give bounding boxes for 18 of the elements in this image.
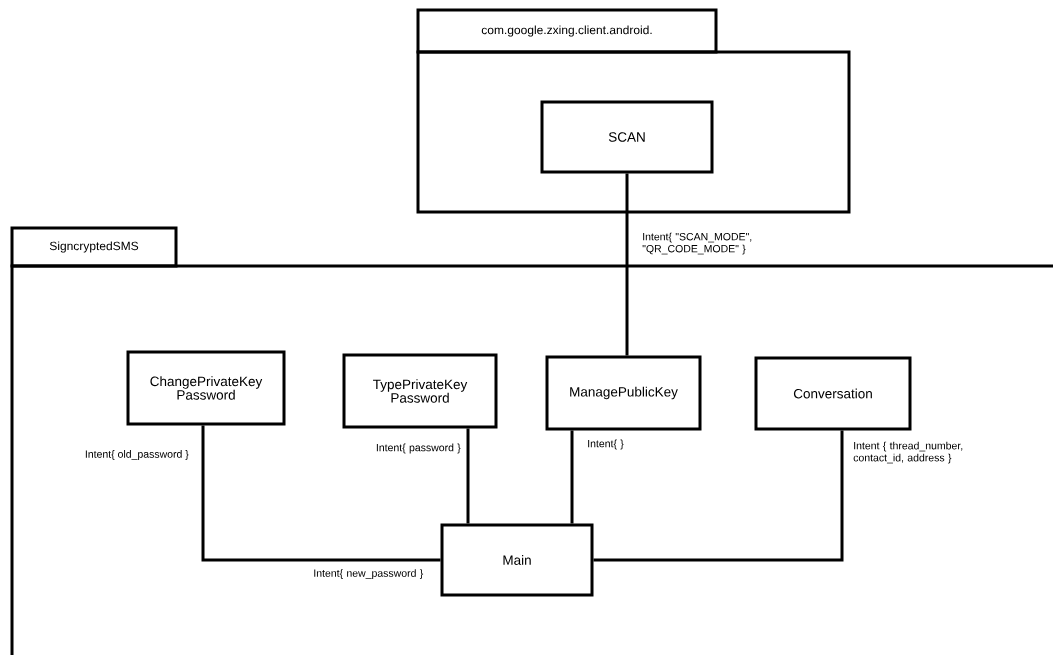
edge-label: Intent{ password } [376, 443, 461, 454]
edge-label: Intent{ "SCAN_MODE", "QR_CODE_MODE" } [642, 232, 752, 255]
connector-line [625, 173, 629, 356]
class-box: ChangePrivateKey Password [126, 350, 286, 426]
class-box: SCAN [540, 100, 714, 174]
intent-note: Intent{ old_password } [85, 450, 189, 460]
connector-line [201, 425, 441, 562]
edge-label: Intent { thread_number, contact_id, address } [853, 441, 963, 464]
edge-label: Intent{ new_password } [314, 569, 424, 579]
node-label: com.google.zxing.client.android. [481, 25, 652, 37]
connector-line [570, 430, 574, 524]
class-box: Conversation [754, 356, 912, 431]
class-box: ManagePublicKey [545, 355, 702, 431]
class-box: TypePrivateKey Password [342, 353, 498, 429]
connector-line [593, 430, 844, 562]
connector-line [466, 428, 470, 524]
class-box: Main [440, 523, 594, 597]
edge-label: Intent{ } [588, 439, 624, 450]
